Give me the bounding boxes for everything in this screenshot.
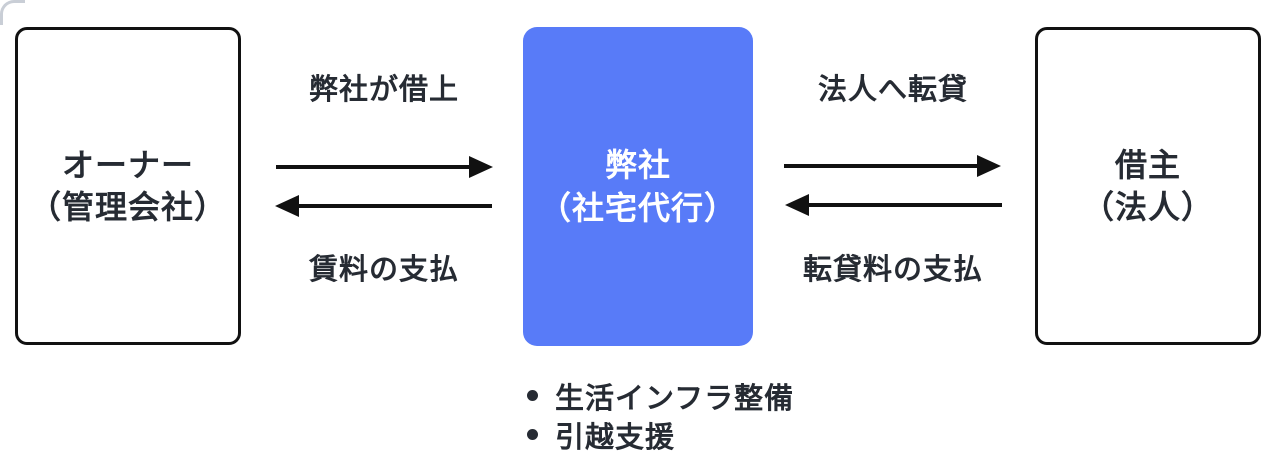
bullet-icon xyxy=(527,429,538,440)
list-item: 生活インフラ整備 xyxy=(527,376,794,415)
arrows-owner-company xyxy=(275,156,493,217)
arrow-right-icon xyxy=(276,156,493,178)
node-company-title: 弊社 xyxy=(604,147,671,184)
node-company-subtitle: （社宅代行） xyxy=(538,189,737,226)
arrow-left-icon xyxy=(785,194,1002,216)
page-corner-artifact xyxy=(0,0,25,25)
node-owner: オーナー （管理会社） xyxy=(15,27,241,345)
flow-label-tenant-to-company: 転貸料の支払 xyxy=(802,254,983,286)
company-services-list: 生活インフラ整備 引越支援 xyxy=(527,376,794,454)
node-tenant-subtitle: （法人） xyxy=(1081,189,1214,225)
bullet-icon xyxy=(527,390,538,401)
arrow-right-icon xyxy=(784,155,1001,177)
list-item: 引越支援 xyxy=(527,415,794,454)
node-owner-subtitle: （管理会社） xyxy=(28,189,227,225)
node-company: 弊社 （社宅代行） xyxy=(523,27,753,346)
node-owner-title: オーナー xyxy=(61,146,194,183)
node-tenant: 借主 （法人） xyxy=(1035,27,1261,345)
service-label: 生活インフラ整備 xyxy=(555,382,795,415)
flow-label-company-to-owner: 賃料の支払 xyxy=(308,254,459,286)
flow-label-owner-to-company: 弊社が借上 xyxy=(308,74,459,106)
service-label: 引越支援 xyxy=(555,421,676,454)
node-tenant-title: 借主 xyxy=(1114,146,1181,183)
arrows-company-tenant xyxy=(784,155,1002,216)
arrow-left-icon xyxy=(275,195,492,217)
flow-label-company-to-tenant: 法人へ転貸 xyxy=(817,74,968,106)
